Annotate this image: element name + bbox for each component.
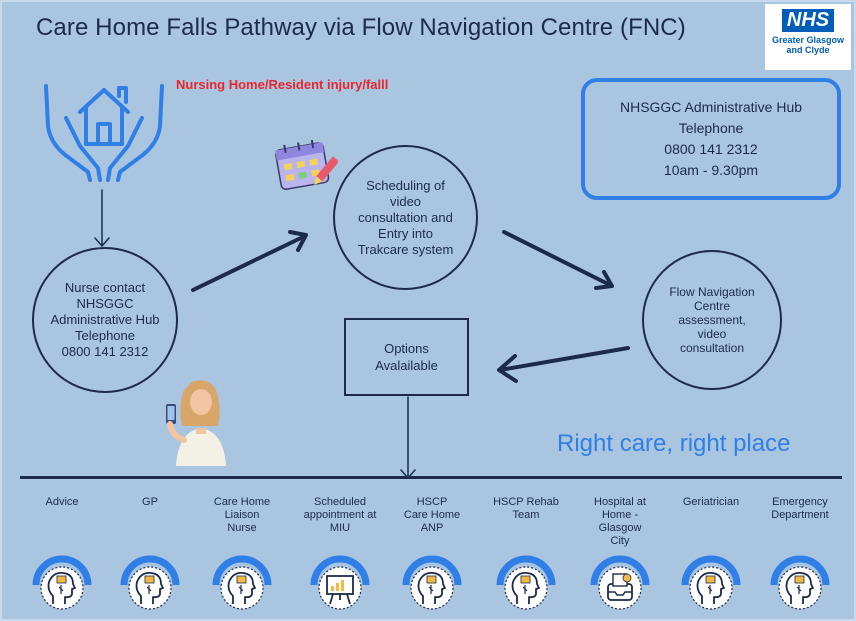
option-label-line: Scheduled — [314, 496, 366, 508]
tagline: Right care, right place — [557, 430, 791, 457]
arrow-house-to-nurse — [94, 189, 110, 247]
hub-line: Telephone — [678, 120, 744, 136]
option-label-line: appointment at — [303, 509, 377, 521]
head-icon — [402, 555, 462, 610]
option-label-line: Care Home — [403, 509, 461, 521]
option-label-line: Care Home — [213, 496, 271, 508]
option-label-line: GP — [142, 496, 158, 508]
nhs-logo-subtitle: Greater Glasgow and Clyde — [765, 35, 851, 55]
hub-line: NHSGGC Administrative Hub — [619, 99, 803, 115]
node-line: NHSGGC — [76, 296, 134, 311]
head-icon — [212, 555, 272, 610]
arrow-scheduling-to-fnc — [502, 230, 614, 290]
node-line: 0800 141 2312 — [61, 344, 149, 359]
node-line: Nurse contact — [64, 280, 146, 295]
option-label-line: Department — [771, 509, 829, 521]
arrow-nurse-to-scheduling — [191, 230, 308, 292]
nhs-logo-sub-line: and Clyde — [786, 45, 830, 55]
arrow-options-down — [400, 396, 416, 479]
head-icon — [770, 555, 830, 610]
node-line: assessment, — [678, 313, 746, 327]
nhs-logo: NHS Greater Glasgow and Clyde — [765, 4, 851, 70]
head-icon — [32, 555, 92, 610]
option-label-line: Hospital at — [594, 496, 646, 508]
inbox-icon — [590, 555, 650, 610]
option-label-line: Advice — [45, 496, 79, 508]
node-line: Entry into — [378, 225, 433, 241]
option-label-line: Nurse — [227, 522, 257, 534]
fnc-assessment-node: Flow Navigation Centre assessment, video… — [642, 250, 782, 390]
option-label-line: Team — [512, 509, 540, 521]
node-line: consultation — [679, 341, 745, 355]
arrow-fnc-to-options — [497, 346, 630, 383]
presentation-board-icon — [310, 555, 370, 610]
option-label: GP — [110, 496, 190, 509]
option-label-line: HSCP — [416, 496, 448, 508]
options-divider — [20, 476, 842, 479]
nurse-with-phone-icon — [166, 380, 226, 466]
admin-hub-box: NHSGGC Administrative Hub Telephone 0800… — [581, 78, 841, 200]
node-line: video — [389, 193, 422, 209]
hub-phone: 0800 141 2312 — [664, 141, 758, 157]
scheduling-node: Scheduling of video consultation and Ent… — [333, 145, 478, 290]
node-line: Options — [384, 341, 429, 356]
node-line: Scheduling of — [366, 177, 445, 193]
option-label-line: Glasgow — [598, 522, 642, 534]
option-label-line: MIU — [329, 522, 351, 534]
option-label: Geriatrician — [671, 496, 751, 509]
node-line: Avalailable — [375, 358, 438, 373]
head-icon — [496, 555, 556, 610]
incident-label: Nursing Home/Resident injury/falll — [176, 77, 389, 92]
option-label-line: Home - — [601, 509, 639, 521]
node-line: Administrative Hub — [50, 312, 160, 327]
node-line: Telephone — [74, 328, 135, 343]
hub-hours: 10am - 9.30pm — [663, 162, 759, 178]
node-line: consultation and — [358, 209, 453, 225]
option-label-line: City — [610, 535, 630, 547]
head-icon — [681, 555, 741, 610]
head-icon — [120, 555, 180, 610]
house-in-hands-icon — [44, 84, 164, 182]
nhs-logo-sub-line: Greater Glasgow — [771, 35, 845, 45]
node-line: video — [697, 327, 727, 341]
nurse-contact-node: Nurse contact NHSGGC Administrative Hub … — [32, 247, 178, 393]
option-label-line: Liaison — [224, 509, 260, 521]
nhs-logo-mark: NHS — [781, 9, 835, 32]
options-available-node: Options Avalailable — [344, 318, 469, 396]
node-line: Centre — [693, 299, 731, 313]
option-label: Advice — [22, 496, 102, 509]
option-label-line: ANP — [420, 522, 444, 534]
option-label-line: Emergency — [772, 496, 828, 508]
page-title: Care Home Falls Pathway via Flow Navigat… — [36, 14, 686, 41]
node-line: Flow Navigation — [669, 285, 755, 299]
calendar-icon — [275, 139, 338, 190]
option-label-line: Geriatrician — [682, 496, 740, 508]
node-line: Trakcare system — [357, 241, 454, 257]
option-label-line: HSCP Rehab — [493, 496, 559, 508]
